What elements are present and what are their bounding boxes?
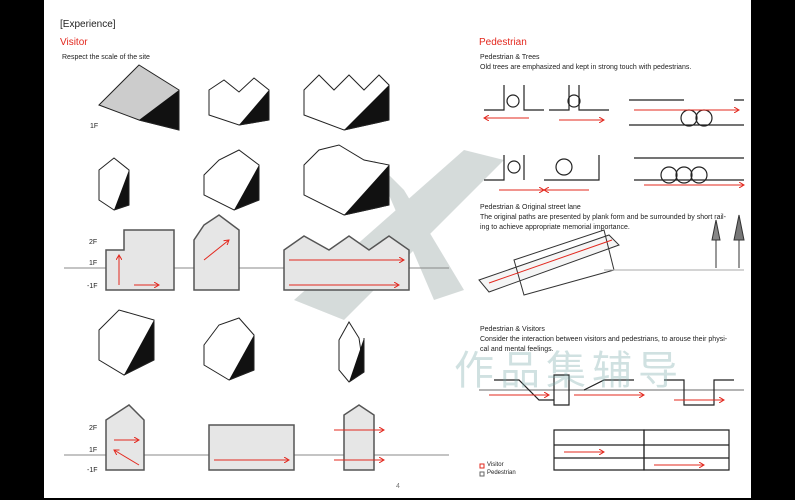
lane-title: Pedestrian & Original street lane: [480, 204, 581, 211]
visitors-text-1: Consider the interaction between visitor…: [480, 336, 728, 343]
lane-text-1: The original paths are presented by plan…: [480, 214, 726, 221]
trees-title: Pedestrian & Trees: [480, 54, 540, 61]
floor-label-1f: 1F: [90, 123, 99, 130]
trees-plans: [484, 85, 744, 190]
section-row3: [64, 214, 449, 291]
iso-house-row2: [98, 144, 390, 216]
floor-label-b1: -1F: [87, 283, 98, 290]
section-row5: [64, 404, 449, 471]
visitors-text-2: cal and mental feelings.: [480, 346, 554, 353]
legend-pedestrian: Pedestrian: [487, 470, 516, 476]
document-page: 作品集辅导 [Experience] Visitor Respect the s…: [44, 0, 751, 498]
lane-text-2: ing to achieve appropriate memorial impo…: [480, 224, 630, 231]
legend-visitor-swatch: [479, 463, 485, 469]
floor-label-2f: 2F: [89, 239, 98, 246]
page-number: 4: [396, 483, 400, 490]
floor-label-1f: 1F: [89, 260, 98, 267]
architectural-diagrams: [64, 64, 751, 477]
legend-visitor: Visitor: [487, 462, 504, 468]
watermark: 作品集辅导: [454, 348, 684, 394]
visitors-title: Pedestrian & Visitors: [480, 326, 545, 333]
pedestrian-heading: Pedestrian: [479, 37, 527, 48]
floor-label-1f: 1F: [89, 447, 98, 454]
floor-label-b1: -1F: [87, 467, 98, 474]
visitor-heading: Visitor: [60, 37, 88, 48]
visitors-diagrams: [479, 374, 744, 471]
plank-paths: [478, 214, 745, 296]
visitor-subtitle: Respect the scale of the site: [62, 54, 150, 61]
iso-house-row1: [98, 64, 390, 131]
iso-house-row4: [98, 309, 365, 383]
section-label: [Experience]: [60, 19, 116, 30]
legend-pedestrian-swatch: [479, 471, 485, 477]
trees-text: Old trees are emphasized and kept in str…: [480, 64, 692, 71]
floor-label-2f: 2F: [89, 425, 98, 432]
